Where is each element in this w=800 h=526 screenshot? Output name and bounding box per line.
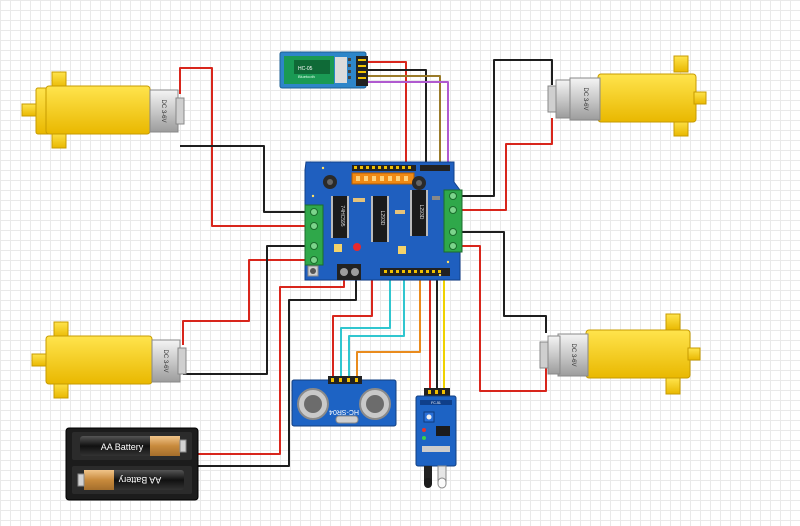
chip-2-label: L293D xyxy=(379,211,385,226)
wire-red-motor-br xyxy=(460,245,547,392)
wire-black-motor-tr xyxy=(460,59,553,197)
ic-chip-2: L293D xyxy=(373,196,387,242)
ultrasonic-sensor: HC-SR04 xyxy=(291,376,397,427)
wire-black-battery xyxy=(196,270,357,467)
chip-3-label: L293D xyxy=(418,205,424,220)
motor-br-label: DC 3-6V xyxy=(570,343,576,366)
wire-red-motor-bl xyxy=(182,259,306,345)
motor-tr-label: DC 3-6V xyxy=(582,87,588,110)
left-terminal-block xyxy=(304,204,324,266)
dc-motor-bottom-right: DC 3-6V xyxy=(539,313,701,395)
wire-red-motor-tr xyxy=(460,118,553,211)
aa-cell-2: AA Battery xyxy=(77,470,184,490)
motor-bl-label: DC 3-6V xyxy=(162,349,168,372)
wire-black-motor-br xyxy=(460,231,547,333)
wires xyxy=(179,59,553,467)
ir-model-label: FC-51 xyxy=(431,401,441,405)
motor-driver-shield: 74HC595 L293D L293D xyxy=(304,161,463,281)
battery-holder: AA Battery AA Battery xyxy=(65,427,199,501)
wire-red-battery xyxy=(196,270,345,455)
right-terminal-block xyxy=(443,189,463,253)
wire-black-motor-tl xyxy=(180,145,306,213)
ic-chip-1: 74HC595 xyxy=(333,196,347,238)
wire-black-motor-bl xyxy=(183,245,306,375)
wire-cyan-us-1 xyxy=(340,267,410,380)
dc-motor-top-left: DC 3-6V xyxy=(21,71,185,149)
bluetooth-module: HC-05 Bluetooth xyxy=(279,51,368,89)
aa-cell-1: AA Battery xyxy=(80,436,187,456)
dc-motor-top-right: DC 3-6V xyxy=(547,55,707,137)
dc-motor-bottom-left: DC 3-6V xyxy=(31,321,187,399)
wire-purple-bt xyxy=(368,81,449,166)
battery-1-label: AA Battery xyxy=(101,442,144,452)
wire-orange-us xyxy=(356,280,421,380)
wire-olive-bt xyxy=(368,75,441,166)
battery-2-label: AA Battery xyxy=(118,475,161,485)
ir-sensor-module: FC-51 xyxy=(415,388,457,489)
wire-red-motor-tl xyxy=(179,67,306,227)
motor-tl-label: DC 3-6V xyxy=(160,99,166,122)
ic-chip-3: L293D xyxy=(412,190,426,236)
chip-1-label: 74HC595 xyxy=(339,205,345,226)
ultrasonic-model-label: HC-SR04 xyxy=(329,408,359,415)
bluetooth-model-label: HC-05 xyxy=(298,66,313,72)
bluetooth-vendor-label: Bluetooth xyxy=(298,74,315,79)
